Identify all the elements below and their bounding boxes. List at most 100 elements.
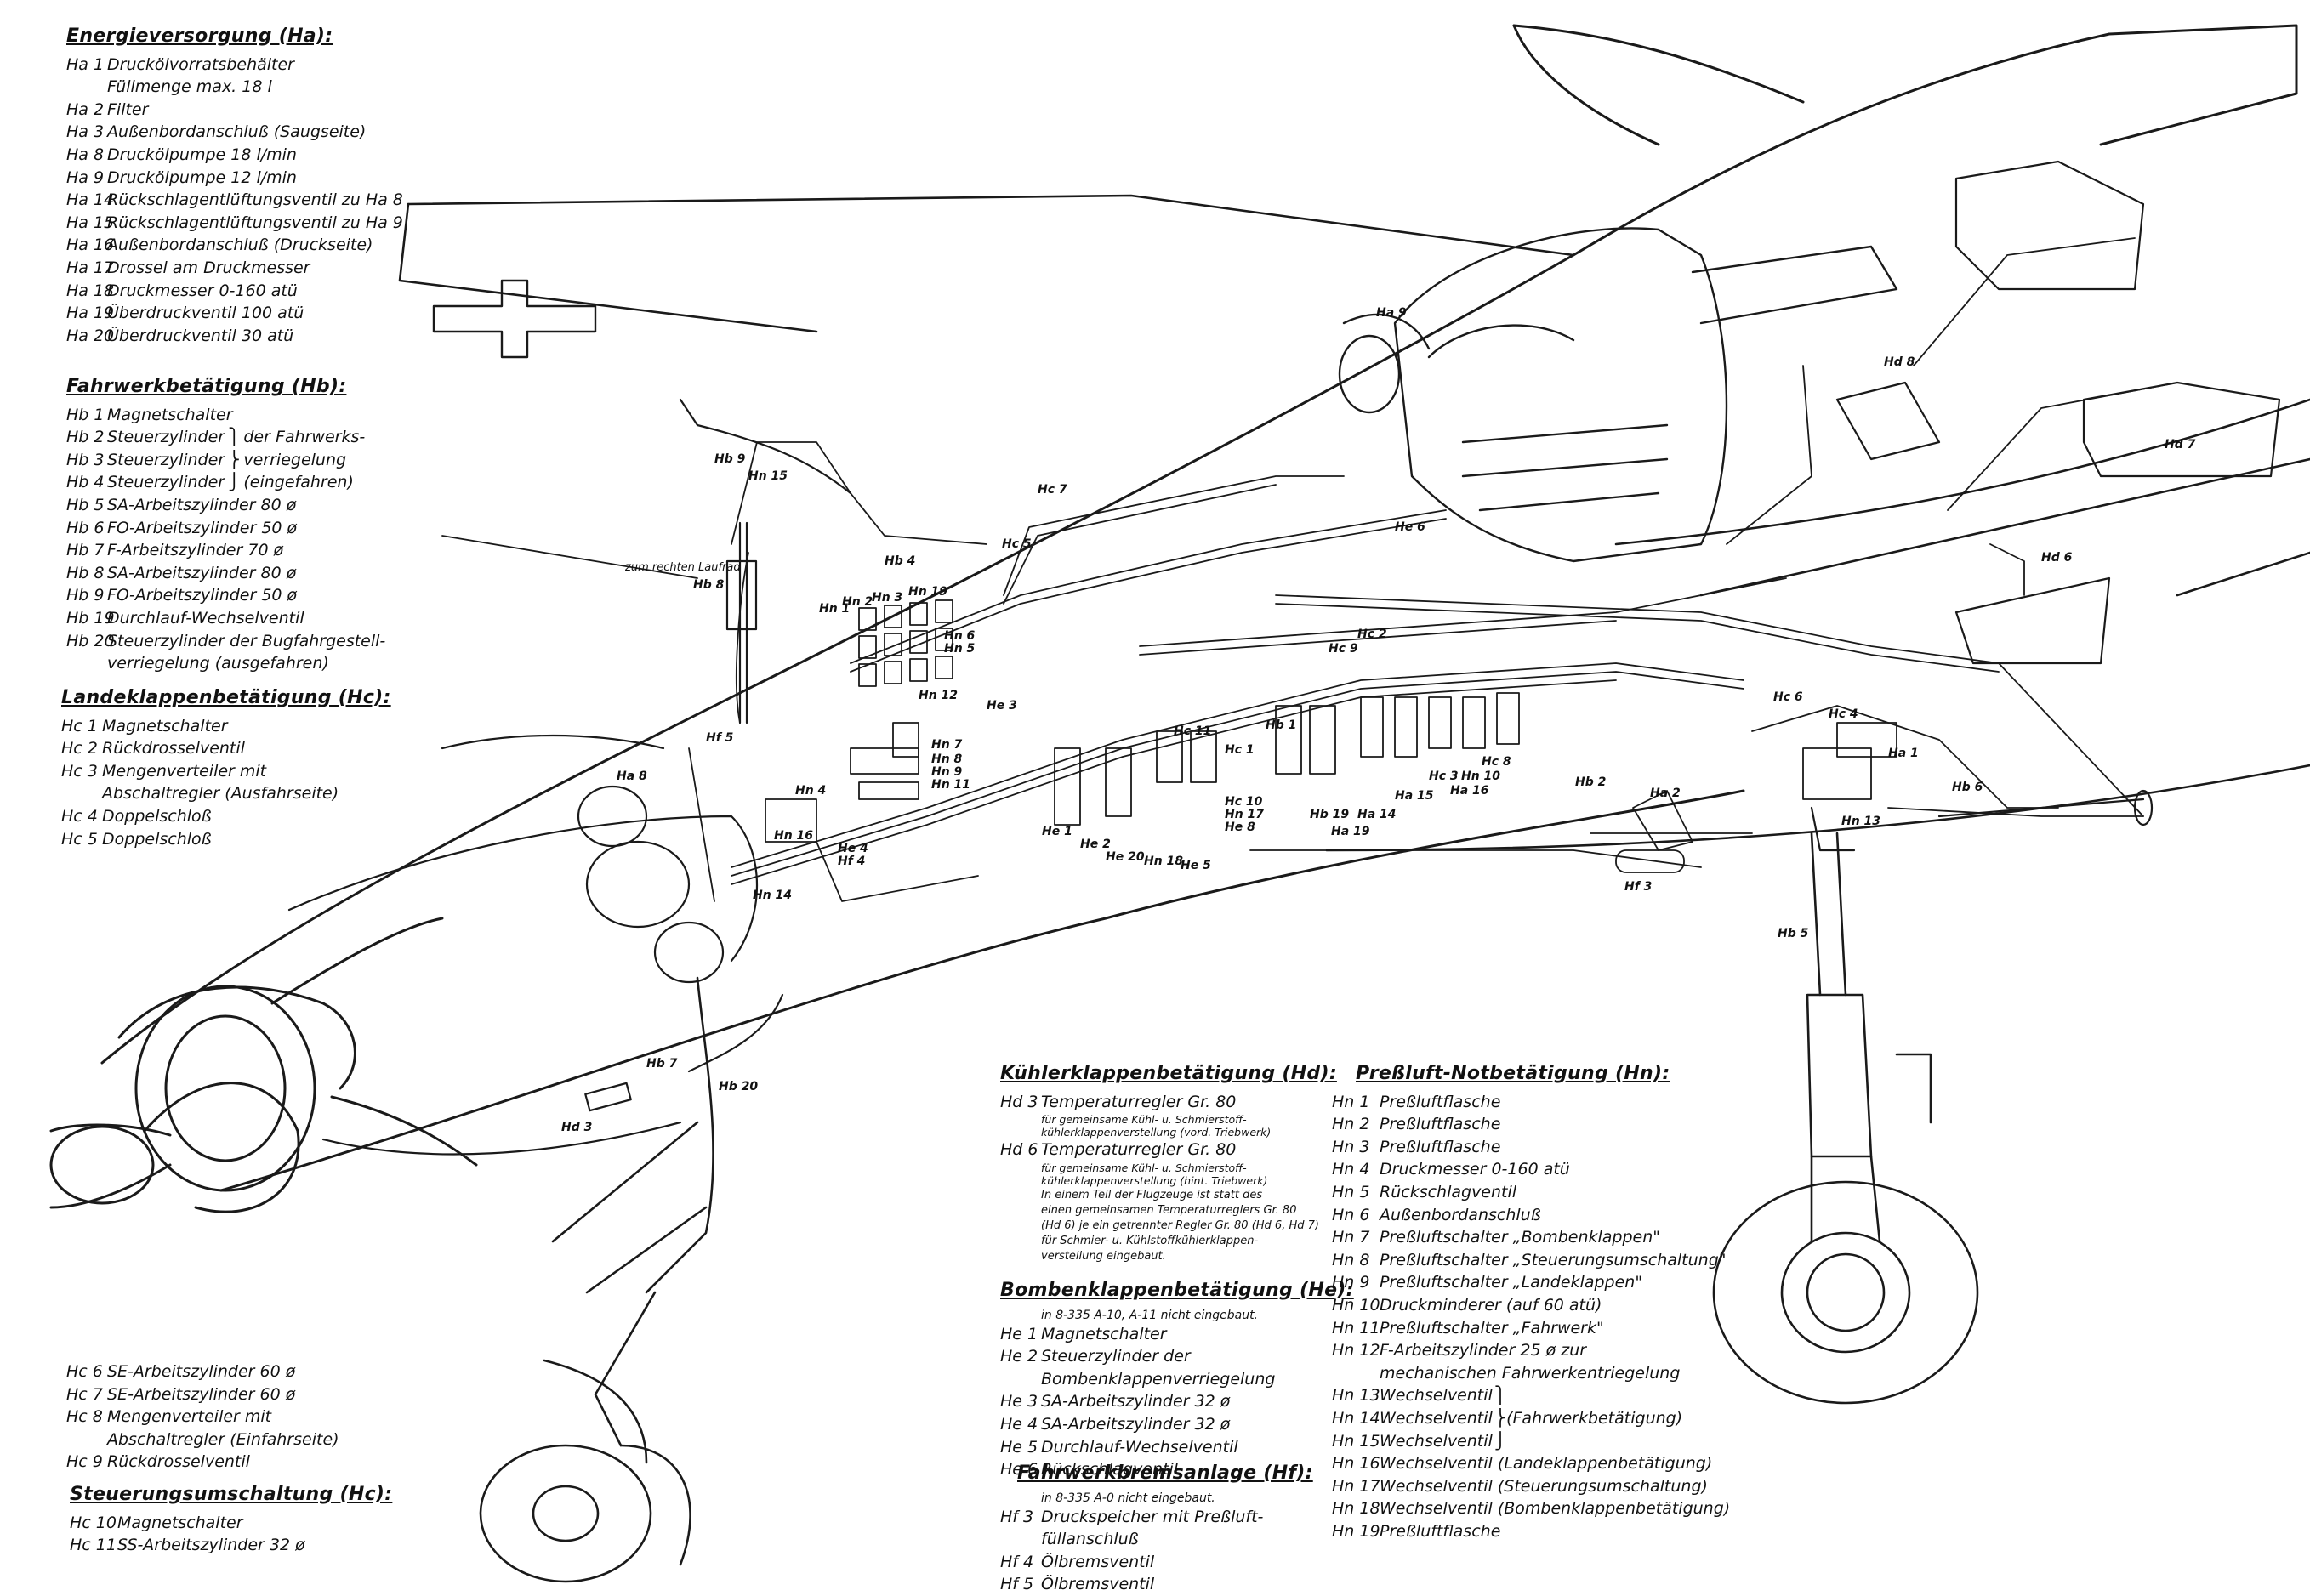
item-code: Ha 16 — [66, 236, 115, 255]
item-code: Hb 20 — [66, 631, 115, 650]
label-hn6: Hn 6 — [944, 629, 976, 643]
item-code: Ha 3 — [66, 122, 105, 142]
label-he2: He 2 — [1080, 838, 1111, 851]
label-hd7: Hd 7 — [2165, 438, 2196, 452]
legend-note: In einem Teil der Flugzeuge ist statt de… — [1041, 1188, 1263, 1201]
item-code: Hn 18 — [1332, 1499, 1380, 1519]
item-text: Ölbremsventil — [1041, 1552, 1155, 1571]
legend-emergency-title: Preßluft-Notbetätigung (Hn): — [1356, 1063, 1670, 1084]
item-text-cont: Abschaltregler (Einfahrseite) — [107, 1429, 339, 1449]
item-code: He 1 — [1000, 1324, 1038, 1343]
item-text: Mengenverteiler mit — [102, 761, 267, 781]
item-text: Magnetschalter — [107, 405, 233, 424]
item-code: Hc 2 — [61, 739, 98, 758]
item-text: Preßluftschalter „Steuerungsumschaltung" — [1380, 1250, 1727, 1269]
item-code: Hf 4 — [1000, 1552, 1034, 1571]
item-code: Hn 17 — [1332, 1476, 1380, 1496]
item-text: Temperaturregler Gr. 80 — [1041, 1092, 1237, 1111]
label-he8: He 8 — [1225, 821, 1255, 834]
item-code: Hb 9 — [66, 586, 105, 605]
label-he3: He 3 — [987, 699, 1017, 713]
label-hn17: Hn 17 — [1225, 808, 1265, 821]
item-text: Wechselventil (Landeklappenbetätigung) — [1380, 1454, 1713, 1474]
brace-text: verriegelung — [243, 450, 347, 469]
label-hb4: Hb 4 — [885, 554, 916, 568]
item-code: Hb 2 — [66, 428, 105, 447]
label-hn10: Hn 10 — [1461, 770, 1501, 783]
label-ha16: Ha 16 — [1450, 784, 1489, 798]
item-text: Preßluftflasche — [1380, 1115, 1501, 1134]
item-code: Hn 15 — [1332, 1431, 1380, 1451]
item-code: Hn 10 — [1332, 1295, 1380, 1315]
rear-engine — [1338, 227, 1898, 563]
legend-energy-title: Energieversorgung (Ha): — [66, 26, 333, 47]
label-hn13: Hn 13 — [1841, 815, 1881, 828]
item-code: Hb 3 — [66, 450, 105, 469]
item-text: Mengenverteiler mit — [107, 1407, 272, 1427]
item-text-cont: Bombenklappenverriegelung — [1041, 1369, 1276, 1389]
item-text: Steuerzylinder — [107, 473, 225, 492]
label-hn1: Hn 1 — [819, 602, 851, 616]
item-code: Ha 1 — [66, 54, 105, 74]
label-hn5: Hn 5 — [944, 642, 976, 656]
label-hb5: Hb 5 — [1778, 927, 1809, 940]
label-hb19: Hb 19 — [1310, 808, 1350, 821]
legend-gear-title: Fahrwerkbetätigung (Hb): — [66, 376, 347, 397]
item-code: Ha 15 — [66, 213, 115, 232]
item-text: Überdruckventil 30 atü — [107, 326, 294, 345]
item-code: Hn 4 — [1332, 1160, 1370, 1179]
item-text: Wechselventil (Bombenklappenbetätigung) — [1380, 1499, 1731, 1519]
item-code: Hn 13 — [1332, 1386, 1380, 1406]
item-text-cont: mechanischen Fahrwerkentriegelung — [1380, 1363, 1681, 1383]
item-code: Hn 12 — [1332, 1341, 1380, 1360]
label-hb8: Hb 8 — [693, 578, 725, 592]
item-text: FO-Arbeitszylinder 50 ø — [107, 586, 298, 605]
label-ha14: Ha 14 — [1357, 808, 1397, 821]
item-text: Druckölpumpe 18 l/min — [107, 145, 297, 164]
item-text: Rückschlagventil — [1380, 1182, 1517, 1201]
legend-brake: Fahrwerkbremsanlage (Hf): in 8-335 A-0 n… — [1000, 1463, 1313, 1596]
legend-row-cont: Bombenklappenverriegelung — [1000, 1368, 1354, 1391]
label-hn4: Hn 4 — [795, 784, 827, 798]
legend-row-cont: verriegelung (ausgefahren) — [66, 652, 385, 675]
label-hb7: Hb 7 — [646, 1057, 678, 1071]
label-hf5: Hf 5 — [706, 731, 734, 745]
item-text: SA-Arbeitszylinder 80 ø — [107, 495, 297, 514]
label-zum-rechten-laufrad: zum rechten Laufrad — [625, 561, 741, 574]
brace-glyph: ⎭ — [228, 473, 241, 492]
label-hb6: Hb 6 — [1952, 781, 1983, 794]
item-text-cont: Abschaltregler (Ausfahrseite) — [102, 784, 339, 804]
item-code: Ha 8 — [66, 145, 105, 164]
label-hn2: Hn 2 — [842, 595, 873, 609]
legend-row-cont: füllanschluß — [1000, 1528, 1313, 1551]
brace-text: der Fahrwerks- — [243, 428, 366, 447]
nose-landing-gear — [479, 976, 714, 1583]
legend-row-cont: Füllmenge max. 18 l — [66, 76, 403, 99]
legend-small: für gemeinsame Kühl- u. Schmierstoff- — [1041, 1161, 1247, 1174]
label-hb2: Hb 2 — [1575, 775, 1607, 789]
label-hc6: Hc 6 — [1773, 690, 1803, 704]
item-code: Hc 10 — [70, 1513, 117, 1532]
item-text: Druckölvorratsbehälter — [107, 54, 294, 74]
item-text: Druckmesser 0-160 atü — [1380, 1160, 1570, 1179]
